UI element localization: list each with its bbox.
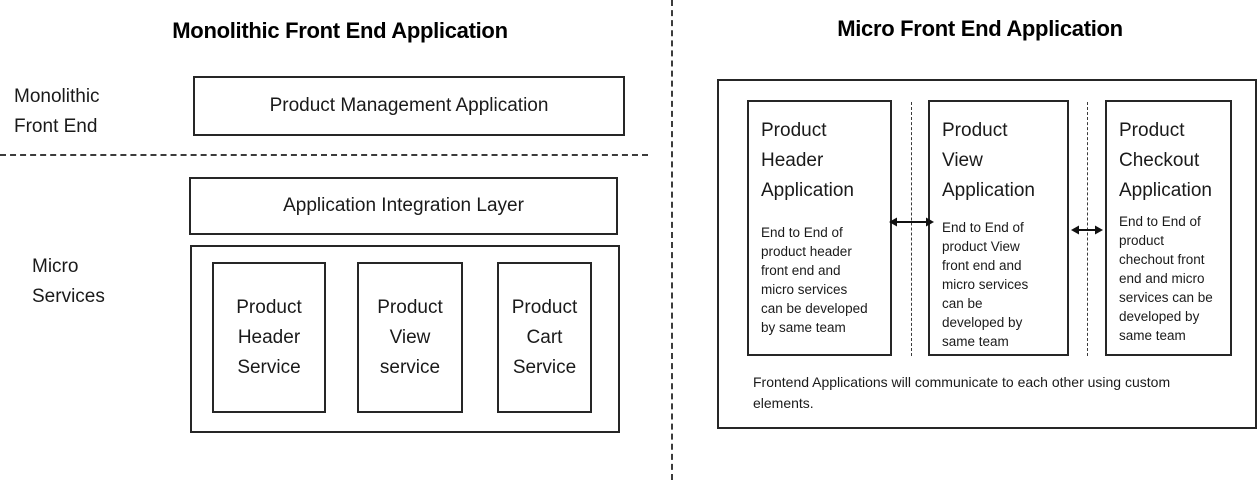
product-management-application-box: Product Management Application — [193, 76, 625, 136]
app-separator-dashed-line-1 — [911, 102, 912, 356]
center-divider-dashed-line — [671, 0, 673, 480]
application-integration-layer-label: Application Integration Layer — [283, 195, 524, 216]
product-view-application-box: Product View Application End to End of p… — [928, 100, 1069, 356]
product-header-application-box: Product Header Application End to End of… — [747, 100, 892, 356]
product-management-application-label: Product Management Application — [269, 95, 549, 116]
product-header-service-box: Product Header Service — [212, 262, 326, 413]
product-header-application-description: End to End of product header front end a… — [761, 225, 868, 335]
product-checkout-application-box: Product Checkout Application End to End … — [1105, 100, 1232, 356]
application-integration-layer-box: Application Integration Layer — [189, 177, 618, 235]
product-view-application-description: End to End of product View front end and… — [942, 220, 1029, 349]
product-view-application-heading: Product View Application — [942, 120, 1035, 201]
product-checkout-application-description: End to End of product chechout front end… — [1119, 214, 1213, 343]
micro-services-label: Micro Services — [32, 256, 105, 307]
bidirectional-arrow-icon — [888, 216, 935, 228]
custom-elements-footer-note: Frontend Applications will communicate t… — [753, 374, 1171, 411]
product-view-service-box: Product View service — [357, 262, 463, 413]
product-cart-service-box: Product Cart Service — [497, 262, 592, 413]
bidirectional-arrow-icon — [1070, 224, 1104, 236]
micro-diagram-title: Micro Front End Application — [837, 16, 1123, 41]
product-header-application-heading: Product Header Application — [761, 120, 854, 201]
monolithic-diagram-title: Monolithic Front End Application — [172, 18, 508, 43]
monolithic-frontend-label: Monolithic Front End — [14, 86, 100, 137]
monolith-micro-separator-dashed-line — [0, 154, 648, 156]
product-checkout-application-heading: Product Checkout Application — [1119, 120, 1212, 201]
